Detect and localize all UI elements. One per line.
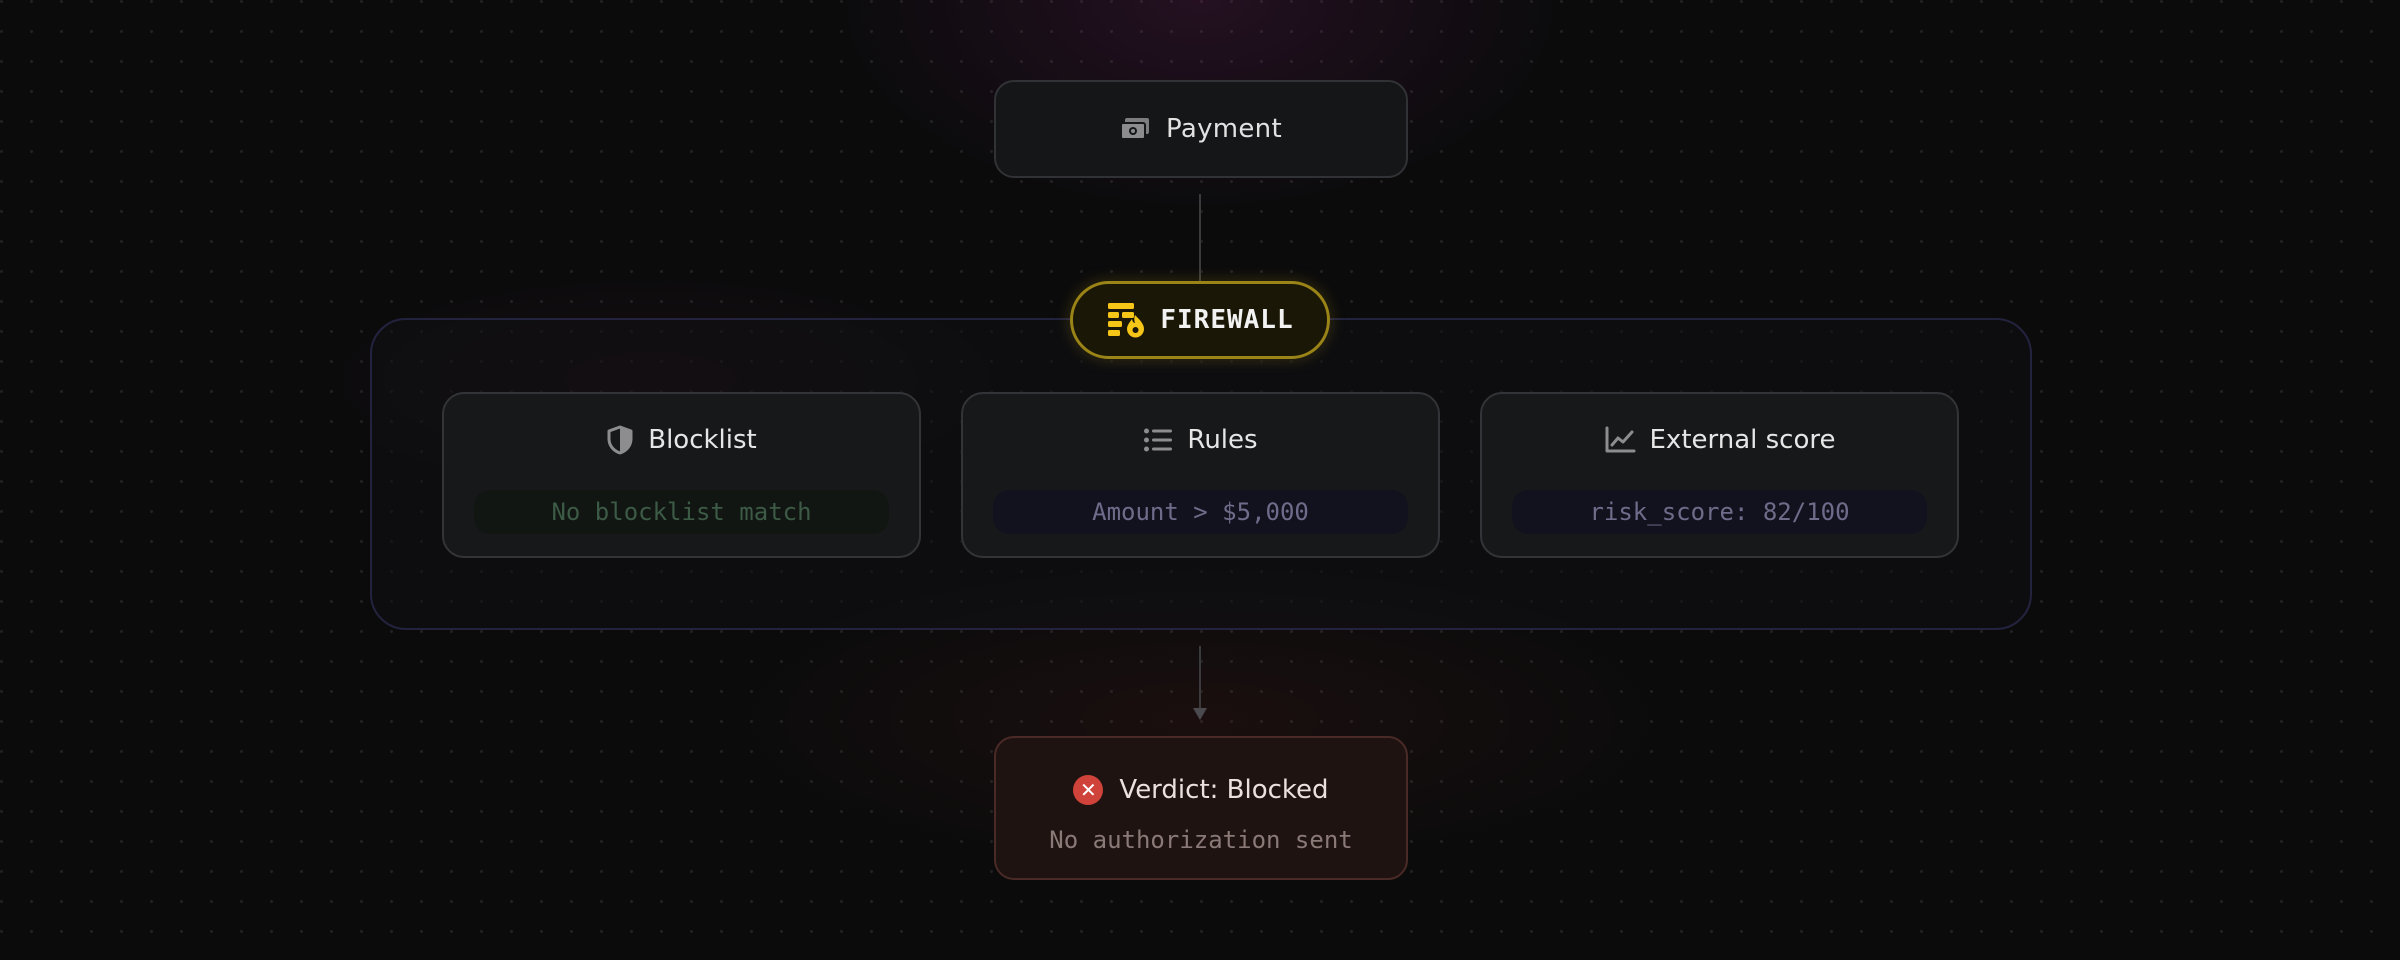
verdict-title: Verdict: Blocked bbox=[1119, 775, 1329, 805]
money-icon bbox=[1120, 118, 1150, 140]
firewall-icon bbox=[1108, 303, 1145, 338]
check-card-blocklist: Blocklist No blocklist match bbox=[442, 392, 921, 558]
card-header: External score bbox=[1482, 420, 1957, 460]
connector-firewall-verdict bbox=[1199, 646, 1201, 708]
connector-payment-firewall bbox=[1199, 194, 1201, 282]
firewall-label: FIREWALL bbox=[1160, 305, 1294, 335]
card-title: External score bbox=[1649, 425, 1836, 455]
arrow-head bbox=[1193, 708, 1207, 720]
chart-line-icon bbox=[1605, 426, 1635, 453]
payment-label: Payment bbox=[1166, 114, 1282, 144]
verdict-node: ✕ Verdict: Blocked No authorization sent bbox=[994, 736, 1408, 880]
check-card-external-score: External score risk_score: 82/100 bbox=[1480, 392, 1959, 558]
check-result: Amount > $5,000 bbox=[993, 490, 1408, 534]
payment-node: Payment bbox=[994, 80, 1408, 178]
x-circle-icon: ✕ bbox=[1073, 775, 1104, 805]
shield-icon bbox=[607, 425, 633, 455]
card-title: Blocklist bbox=[648, 425, 757, 455]
card-header: Blocklist bbox=[444, 420, 919, 460]
list-icon bbox=[1144, 428, 1173, 452]
verdict-subtitle: No authorization sent bbox=[1049, 826, 1353, 854]
card-header: Rules bbox=[963, 420, 1438, 460]
check-card-rules: Rules Amount > $5,000 bbox=[961, 392, 1440, 558]
verdict-header: ✕ Verdict: Blocked bbox=[996, 770, 1406, 810]
firewall-badge: FIREWALL bbox=[1070, 281, 1330, 359]
check-result: risk_score: 82/100 bbox=[1512, 490, 1927, 534]
card-title: Rules bbox=[1187, 425, 1258, 455]
check-result: No blocklist match bbox=[474, 490, 889, 534]
